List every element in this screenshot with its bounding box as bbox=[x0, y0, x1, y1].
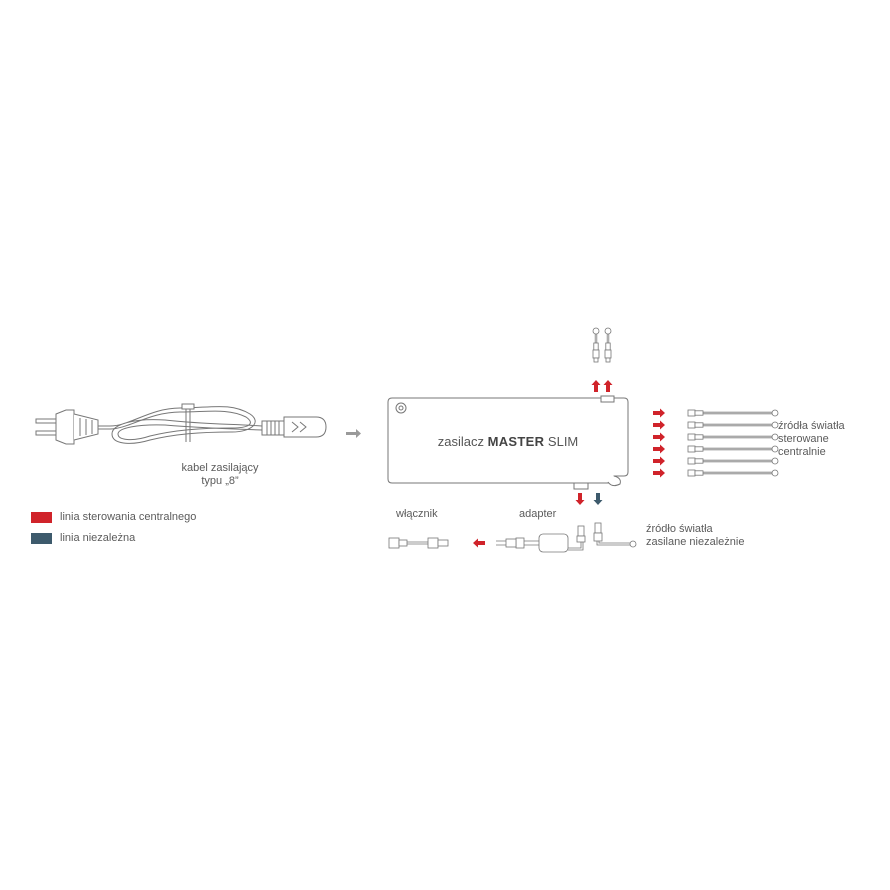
psu-variant: SLIM bbox=[547, 434, 579, 449]
switch-drawing bbox=[388, 537, 449, 549]
plug-body bbox=[55, 409, 75, 445]
legend-swatch-independent bbox=[31, 533, 52, 544]
central-sources-line2: sterowane bbox=[778, 433, 829, 445]
power-cable-label-line1: kabel zasilający bbox=[181, 462, 259, 474]
right-red-arrows bbox=[653, 408, 665, 478]
central-sources-line3: centralnie bbox=[778, 446, 826, 458]
legend-label-independent: linia niezależna bbox=[60, 532, 136, 544]
central-sources-label: źródła światła sterowane centralnie bbox=[778, 420, 848, 459]
independent-source-drawing bbox=[593, 522, 637, 548]
adapter-drawing bbox=[496, 525, 586, 553]
plug-prong-top bbox=[35, 418, 57, 424]
bottom-blue-arrow bbox=[593, 493, 603, 505]
independent-source-line1: źródło światła bbox=[646, 523, 713, 535]
top-red-arrows bbox=[591, 380, 613, 392]
top-connectors bbox=[592, 327, 612, 363]
psu-prefix: zasilacz bbox=[437, 434, 484, 449]
legend-swatch-control bbox=[31, 512, 52, 523]
bottom-red-arrow bbox=[575, 493, 585, 505]
adapter-label: adapter bbox=[519, 508, 557, 520]
power-cable-label-line2: typu „8” bbox=[201, 475, 239, 487]
independent-source-line2: zasilane niezależnie bbox=[646, 536, 745, 548]
switch-label: włącznik bbox=[396, 508, 438, 520]
central-sources-line1: źródła światła bbox=[778, 420, 845, 432]
power-supply-title: zasilacz MASTER SLIM bbox=[388, 434, 628, 449]
right-light-connectors bbox=[687, 409, 779, 477]
plug-prong-bottom bbox=[35, 430, 57, 436]
legend-label-control: linia sterowania centralnego bbox=[60, 511, 197, 523]
power-cable-drawing bbox=[35, 403, 327, 445]
power-supply-box bbox=[387, 395, 629, 490]
switch-red-arrow bbox=[473, 538, 485, 548]
independent-source-label: źródło światła zasilane niezależnie bbox=[646, 523, 744, 549]
power-cable-label: kabel zasilający typu „8” bbox=[120, 462, 320, 488]
flow-arrow-gray bbox=[346, 429, 361, 438]
psu-model: MASTER bbox=[487, 434, 545, 449]
